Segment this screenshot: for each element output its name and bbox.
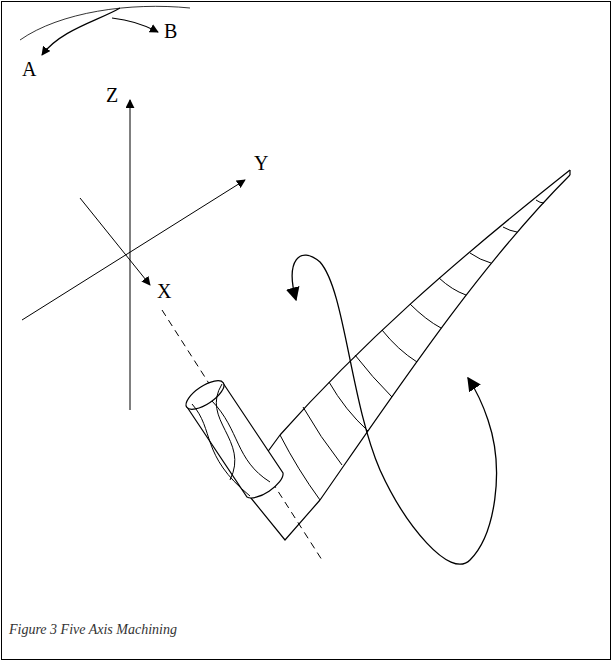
rotation-axis-label: A [22,58,36,80]
axis-label: X [157,280,171,302]
z-axis [130,100,131,410]
blade-surface [242,170,570,540]
motion-loop-arrow [292,255,496,564]
cutting-tool [182,375,283,498]
figure-caption: Figure 3 Five Axis Machining [9,622,177,639]
tool-axis-dashed [162,310,322,560]
a-rotation-arrow [42,8,120,55]
y-axis [22,180,245,320]
axis-label: Y [254,152,268,174]
axis-label: Z [106,84,118,106]
b-rotation-arrow [112,18,158,32]
x-axis [80,198,150,285]
rotation-axis-label: B [164,20,177,42]
